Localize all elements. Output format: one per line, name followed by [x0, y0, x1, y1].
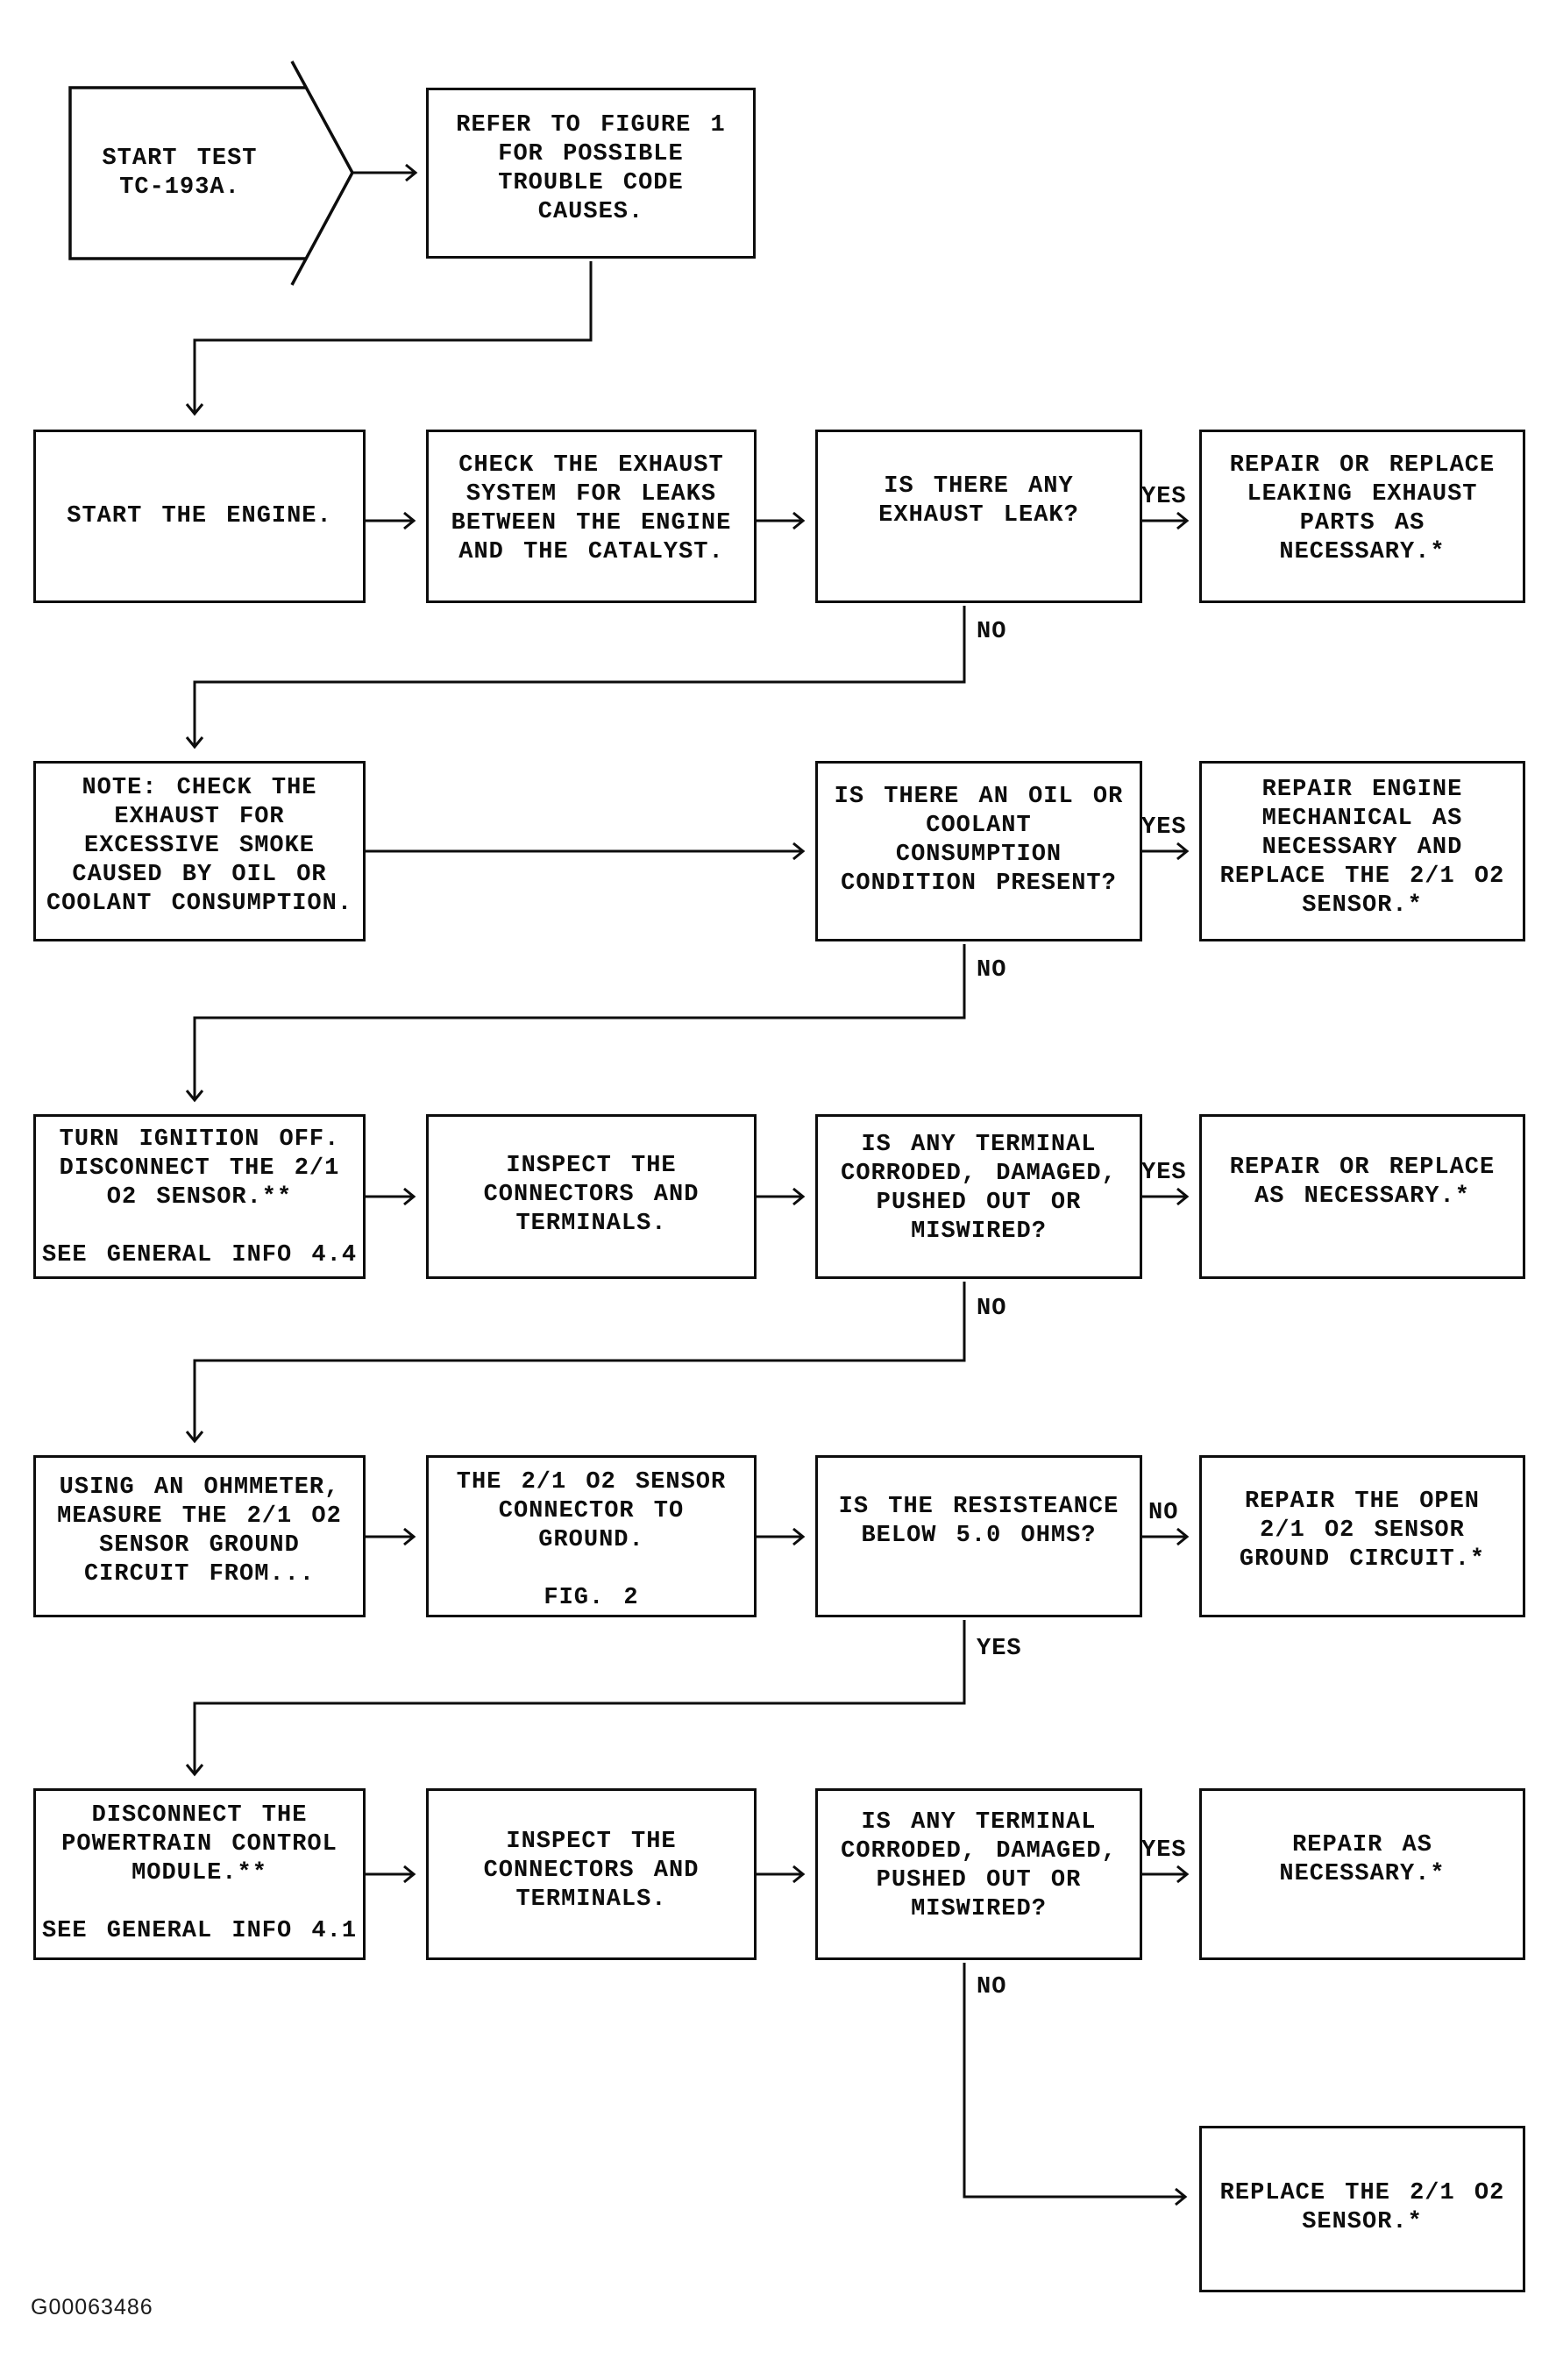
edge-label-no-resistance: NO [1148, 1500, 1179, 1526]
connector-ground-box: THE 2/1 O2 SENSOR CONNECTOR TO GROUND. F… [426, 1455, 757, 1617]
note-body: CHECK THE EXHAUST FOR EXCESSIVE SMOKE CA… [46, 775, 353, 917]
check-exhaust-text: CHECK THE EXHAUST SYSTEM FOR LEAKS BETWE… [451, 452, 732, 565]
exhaust-leak-question: IS THERE ANY EXHAUST LEAK? [815, 430, 1142, 603]
edge-label-no-exhaust: NO [977, 619, 1007, 645]
edge-label-yes-oil: YES [1141, 814, 1187, 841]
edge-r5-yes [185, 1620, 966, 1777]
note-box: NOTE: CHECK THE EXHAUST FOR EXCESSIVE SM… [33, 761, 366, 941]
disconnect-pcm-text: DISCONNECT THE POWERTRAIN CONTROL MODULE… [41, 1802, 358, 1944]
inspect-connectors-box-1: INSPECT THE CONNECTORS AND TERMINALS. [426, 1114, 757, 1279]
repair-exhaust-box: REPAIR OR REPLACE LEAKING EXHAUST PARTS … [1199, 430, 1525, 603]
repair-replace-text: REPAIR OR REPLACE AS NECESSARY.* [1229, 1154, 1496, 1210]
oil-consumption-question: IS THERE AN OIL OR COOLANT CONSUMPTION C… [815, 761, 1142, 941]
note-text: NOTE: CHECK THE EXHAUST FOR EXCESSIVE SM… [36, 774, 363, 919]
figure-id-label: G00063486 [31, 2295, 153, 2320]
refer-figure-box: REFER TO FIGURE 1 FOR POSSIBLE TROUBLE C… [426, 88, 756, 259]
inspect-connectors-text-2: INSPECT THE CONNECTORS AND TERMINALS. [483, 1829, 700, 1913]
terminal-question-text-1: IS ANY TERMINAL CORRODED, DAMAGED, PUSHE… [841, 1132, 1117, 1245]
ignition-off-box: TURN IGNITION OFF. DISCONNECT THE 2/1 O2… [33, 1114, 366, 1279]
repair-ground-circuit-box: REPAIR THE OPEN 2/1 O2 SENSOR GROUND CIR… [1199, 1455, 1525, 1617]
repair-necessary-text: REPAIR AS NECESSARY.* [1279, 1832, 1446, 1887]
edge-r3-no [185, 944, 966, 1103]
inspect-connectors-box-2: INSPECT THE CONNECTORS AND TERMINALS. [426, 1788, 757, 1960]
repair-engine-box: REPAIR ENGINE MECHANICAL AS NECESSARY AN… [1199, 761, 1525, 941]
edge-label-no-oil: NO [977, 957, 1007, 984]
check-exhaust-box: CHECK THE EXHAUST SYSTEM FOR LEAKS BETWE… [426, 430, 757, 603]
resistance-question: IS THE RESISTEANCE BELOW 5.0 OHMS? [815, 1455, 1142, 1617]
edge-refer-start-engine [185, 261, 593, 416]
edge-r4-no [185, 1282, 966, 1444]
edge-r6-no [963, 1963, 1188, 2206]
repair-replace-box: REPAIR OR REPLACE AS NECESSARY.* [1199, 1114, 1525, 1279]
start-banner: START TEST TC-193A. [102, 145, 258, 201]
edge-label-yes-exhaust: YES [1141, 484, 1187, 510]
inspect-connectors-text-1: INSPECT THE CONNECTORS AND TERMINALS. [483, 1153, 700, 1237]
refer-figure-text: REFER TO FIGURE 1 FOR POSSIBLE TROUBLE C… [456, 112, 726, 225]
start-engine-text: START THE ENGINE. [67, 502, 332, 529]
repair-ground-circuit-text: REPAIR THE OPEN 2/1 O2 SENSOR GROUND CIR… [1239, 1488, 1486, 1573]
resistance-question-text: IS THE RESISTEANCE BELOW 5.0 OHMS? [838, 1494, 1119, 1549]
edge-label-yes-terminal-2: YES [1141, 1837, 1187, 1864]
ohmmeter-text: USING AN OHMMETER, MEASURE THE 2/1 O2 SE… [57, 1474, 342, 1588]
ignition-off-text: TURN IGNITION OFF. DISCONNECT THE 2/1 O2… [41, 1126, 358, 1268]
ohmmeter-box: USING AN OHMMETER, MEASURE THE 2/1 O2 SE… [33, 1455, 366, 1617]
connector-ground-text: THE 2/1 O2 SENSOR CONNECTOR TO GROUND. F… [456, 1469, 727, 1611]
start-engine-box: START THE ENGINE. [33, 430, 366, 603]
terminal-question-1: IS ANY TERMINAL CORRODED, DAMAGED, PUSHE… [815, 1114, 1142, 1279]
repair-necessary-box: REPAIR AS NECESSARY.* [1199, 1788, 1525, 1960]
exhaust-leak-text: IS THERE ANY EXHAUST LEAK? [878, 473, 1079, 529]
edge-label-yes-resistance: YES [977, 1636, 1022, 1662]
repair-exhaust-text: REPAIR OR REPLACE LEAKING EXHAUST PARTS … [1229, 452, 1496, 565]
edge-label-yes-terminal-1: YES [1141, 1160, 1187, 1186]
replace-sensor-text: REPLACE THE 2/1 O2 SENSOR.* [1219, 2180, 1505, 2235]
edge-r2-no [185, 606, 966, 750]
edge-label-no-terminal-2: NO [977, 1974, 1007, 2000]
terminal-question-text-2: IS ANY TERMINAL CORRODED, DAMAGED, PUSHE… [841, 1809, 1117, 1922]
note-prefix: NOTE: [82, 775, 158, 801]
terminal-question-2: IS ANY TERMINAL CORRODED, DAMAGED, PUSHE… [815, 1788, 1142, 1960]
oil-consumption-text: IS THERE AN OIL OR COOLANT CONSUMPTION C… [834, 784, 1124, 897]
replace-sensor-box: REPLACE THE 2/1 O2 SENSOR.* [1199, 2126, 1525, 2292]
repair-engine-text: REPAIR ENGINE MECHANICAL AS NECESSARY AN… [1219, 777, 1505, 919]
disconnect-pcm-box: DISCONNECT THE POWERTRAIN CONTROL MODULE… [33, 1788, 366, 1960]
edge-label-no-terminal-1: NO [977, 1296, 1007, 1322]
